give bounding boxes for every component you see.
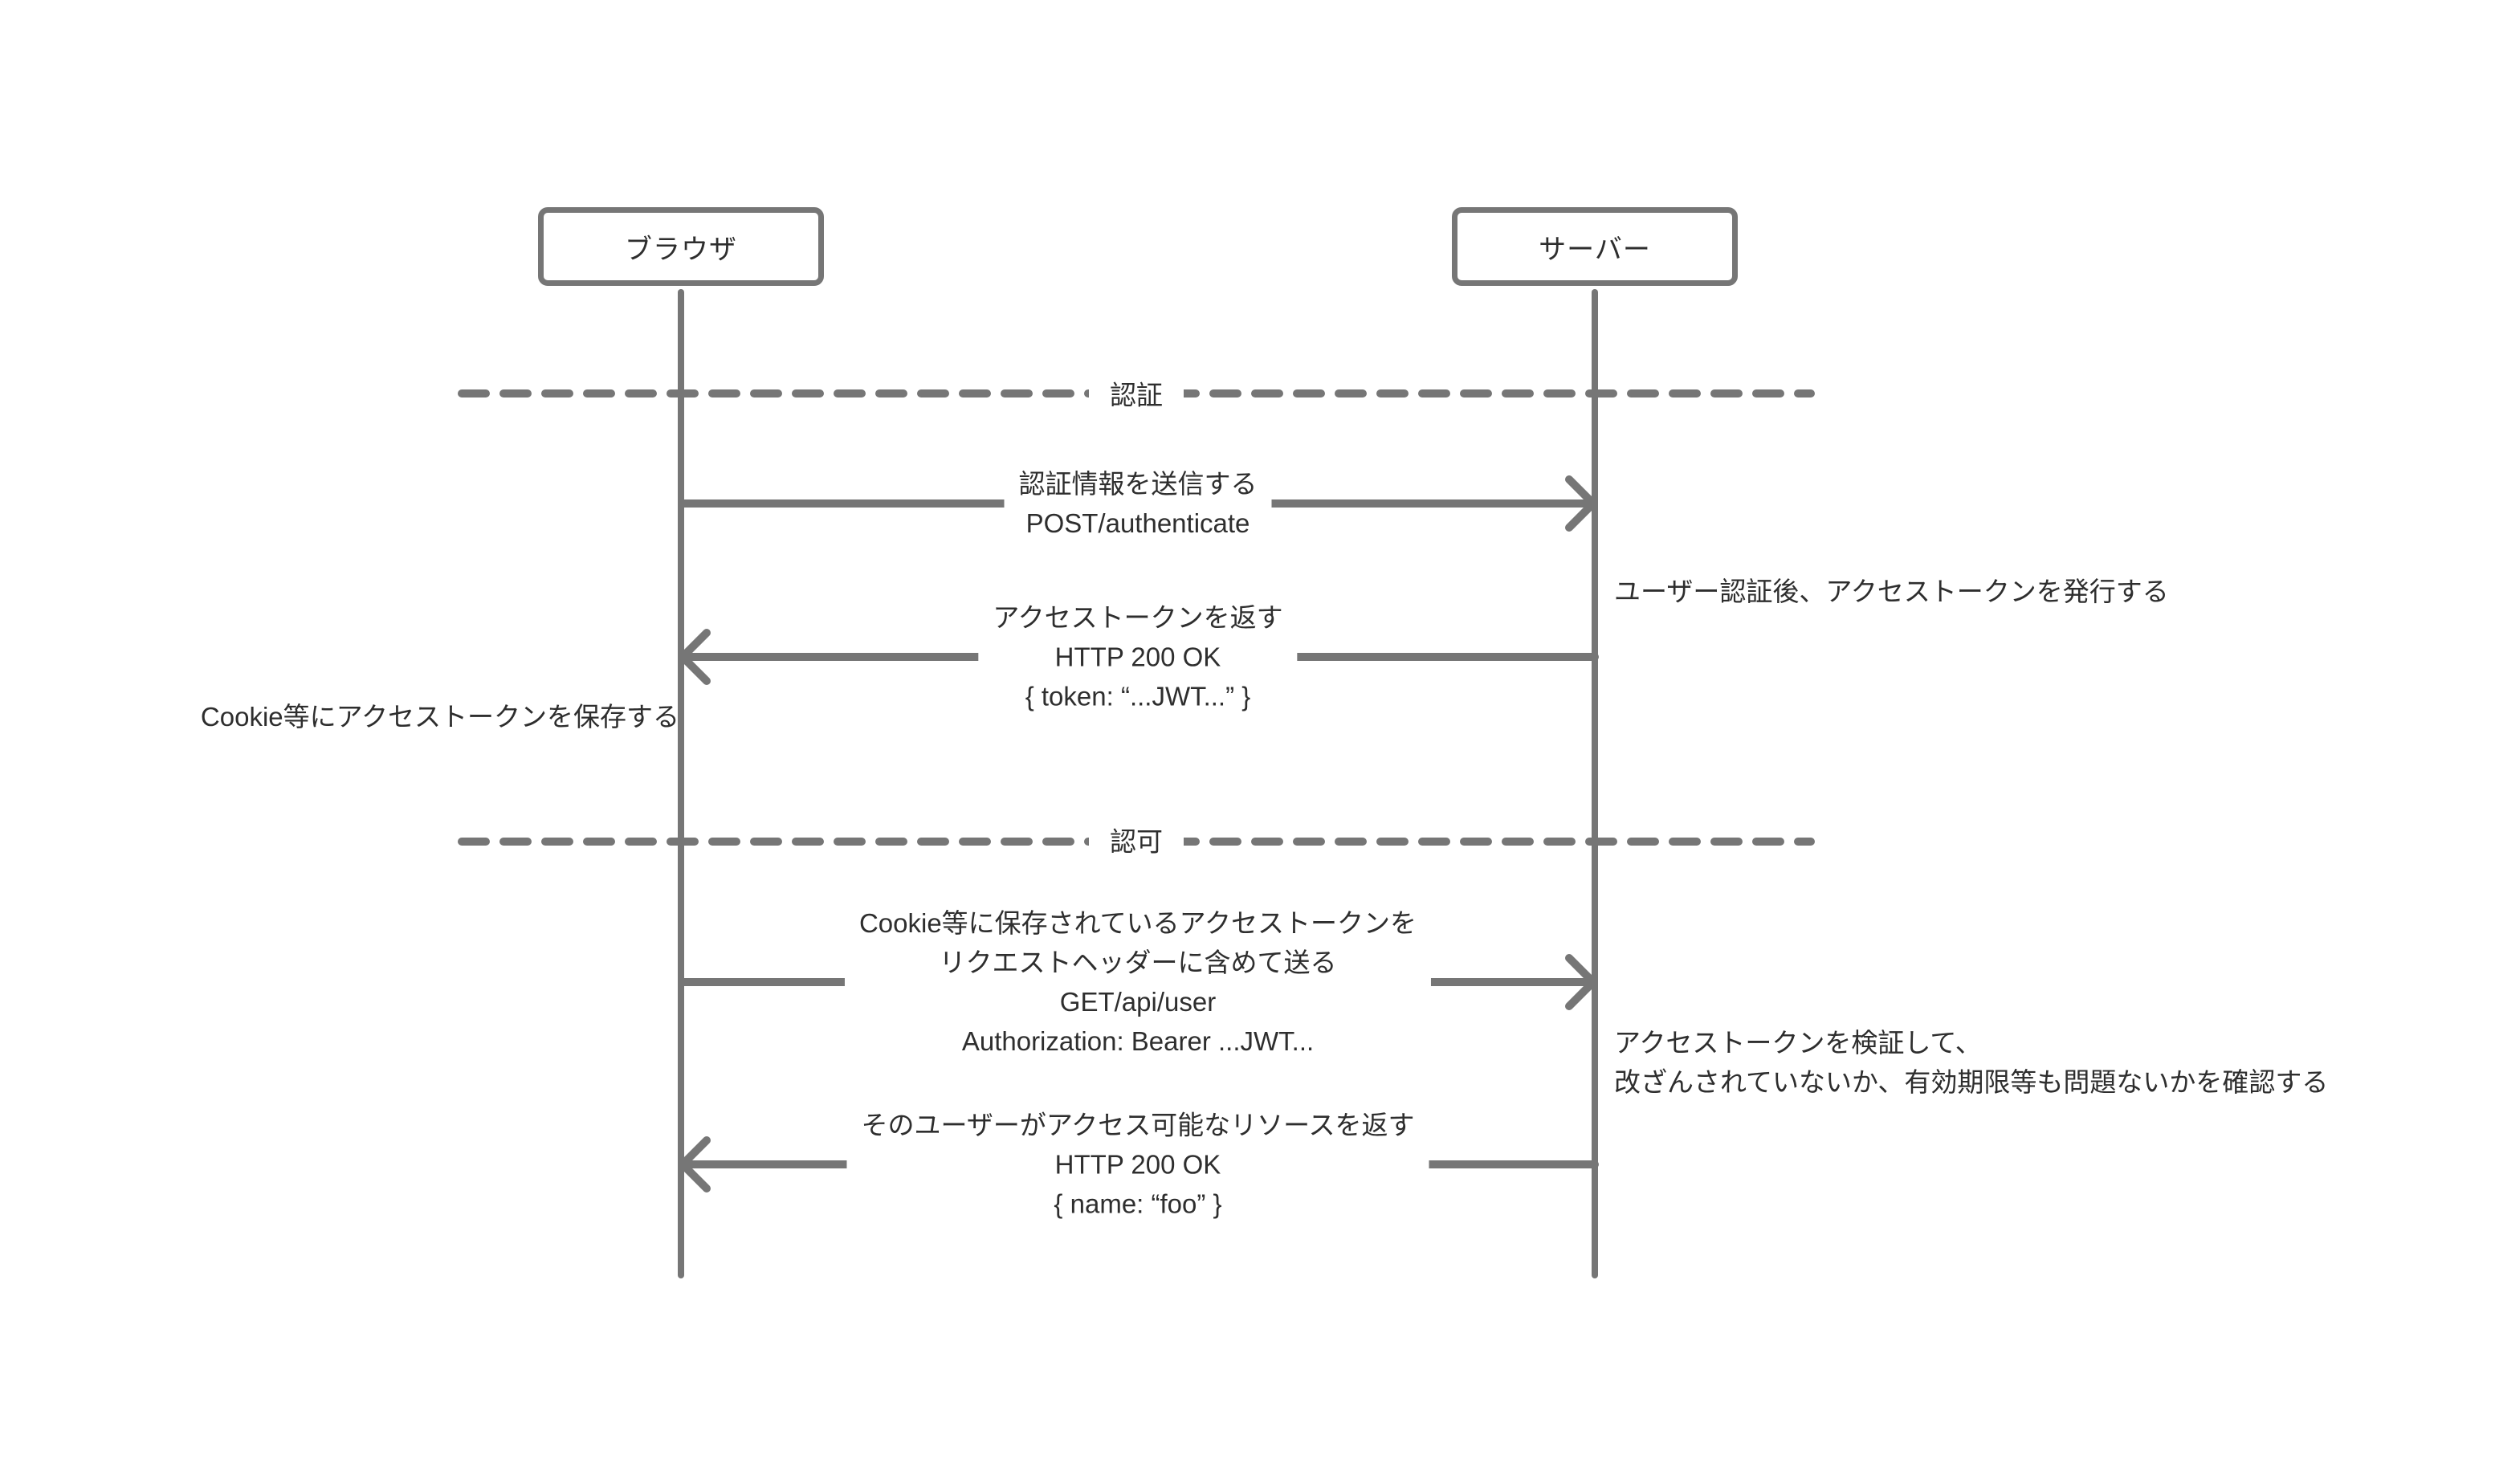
message-3-arrowhead [1565,954,1597,1010]
message-4-line-2: HTTP 200 OK [1054,1149,1221,1180]
note-issue-token-line-1: ユーザー認証後、アクセストークンを発行する [1614,577,2169,606]
section-label-auth: 認証 [1089,375,1184,415]
actor-server-label: サーバー [1539,234,1651,265]
note-verify-token-line-2: 改ざんされていないか、有効期限等も問題ないかを確認する [1614,1067,2329,1097]
message-4-line-3: { name: “foo” } [1054,1188,1222,1219]
message-2-label: アクセストークンを返す HTTP 200 OK { token: “...JWT… [978,597,1298,716]
note-verify-token: アクセストークンを検証して、 改ざんされていないか、有効期限等も問題ないかを確認… [1614,1023,2328,1102]
message-3-line-4: Authorization: Bearer ...JWT... [961,1026,1315,1056]
section-label-authz: 認可 [1089,822,1184,862]
message-3-line-2: リクエストヘッダーに含めて送る [939,948,1337,977]
note-save-token: Cookie等にアクセストークンを保存する [201,697,679,736]
message-2-arrowhead [679,629,711,685]
message-1-line-1: 認証情報を送信する [1018,469,1258,499]
message-2-line-2: HTTP 200 OK [1054,642,1221,672]
actor-browser-label: ブラウザ [625,234,737,265]
message-1-arrowhead [1565,475,1597,532]
message-2-line-1: アクセストークンを返す [993,602,1283,633]
note-save-token-line-1: Cookie等にアクセストークンを保存する [200,702,679,732]
message-1-label: 認証情報を送信する POST/authenticate [1004,464,1272,543]
message-3-line-3: GET/api/user [1059,987,1217,1017]
message-3-label: Cookie等に保存されているアクセストークンを リクエストヘッダーに含めて送る… [844,903,1432,1061]
actor-server: サーバー [1452,207,1738,286]
message-2-line-3: { token: “...JWT...” } [1025,681,1251,711]
actor-browser: ブラウザ [538,207,824,286]
note-verify-token-line-1: アクセストークンを検証して、 [1614,1028,1982,1058]
message-1-line-2: POST/authenticate [1025,508,1250,538]
message-4-label: そのユーザーがアクセス可能なリソースを返す HTTP 200 OK { name… [846,1105,1429,1224]
message-4-arrowhead [679,1136,711,1192]
message-3-line-1: Cookie等に保存されているアクセストークンを [858,908,1417,938]
message-4-line-1: そのユーザーがアクセス可能なリソースを返す [861,1110,1415,1140]
note-issue-token: ユーザー認証後、アクセストークンを発行する [1614,572,2169,611]
